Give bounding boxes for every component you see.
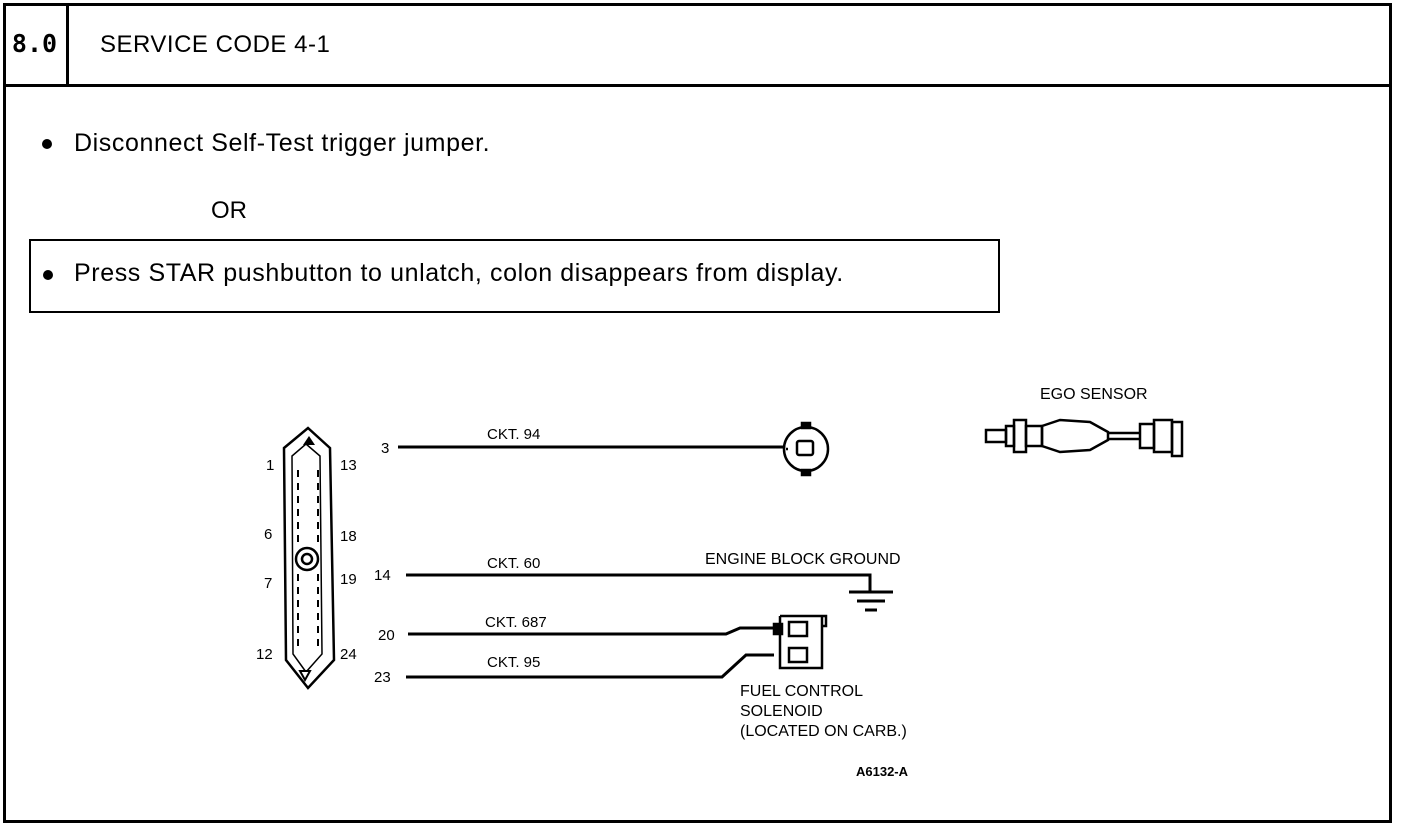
pin-label-1: 1 [266, 457, 274, 474]
pin-label-18: 18 [340, 528, 357, 545]
wire-ckt95 [406, 653, 774, 679]
wire-label-ckt687: CKT. 687 [485, 614, 547, 631]
alternate-step-box [29, 239, 1000, 313]
figure-id: A6132-A [856, 764, 909, 779]
ego-sensor-label: EGO SENSOR [1040, 386, 1148, 403]
wire-ckt60 [406, 573, 872, 592]
section-header: 8.0 SERVICE CODE 4-1 [3, 3, 1392, 87]
section-title: SERVICE CODE 4-1 [100, 31, 331, 58]
or-label: OR [211, 197, 247, 224]
fuel-solenoid-label-line3: (LOCATED ON CARB.) [740, 723, 907, 740]
ground-icon [849, 590, 893, 612]
wire-label-ckt94: CKT. 94 [487, 426, 540, 443]
bullet-icon [43, 270, 53, 280]
engine-ground-label: ENGINE BLOCK GROUND [705, 551, 901, 568]
wire-pin-20: 20 [378, 627, 395, 644]
step-disconnect-jumper: Disconnect Self-Test trigger jumper. [74, 129, 491, 157]
pin-label-19: 19 [340, 571, 357, 588]
pin-label-24: 24 [340, 646, 357, 663]
fuel-solenoid-label-line2: SOLENOID [740, 703, 823, 720]
wire-label-ckt95: CKT. 95 [487, 654, 540, 671]
wire-pin-14: 14 [374, 567, 391, 584]
wire-pin-3: 3 [381, 440, 389, 457]
wire-pin-23: 23 [374, 669, 391, 686]
self-test-connector [282, 426, 336, 690]
pin-label-6: 6 [264, 526, 272, 543]
pin-label-7: 7 [264, 575, 272, 592]
solenoid-connector-icon [772, 614, 828, 670]
ego-sensor-icon [984, 418, 1184, 458]
fuel-solenoid-label-line1: FUEL CONTROL [740, 683, 863, 700]
section-number: 8.0 [3, 3, 69, 84]
ego-connector-icon [782, 421, 830, 477]
page-frame [3, 3, 1392, 823]
wire-label-ckt60: CKT. 60 [487, 555, 540, 572]
pin-label-12: 12 [256, 646, 273, 663]
wire-ckt687 [408, 626, 774, 636]
step-press-star: Press STAR pushbutton to unlatch, colon … [74, 259, 844, 287]
pin-label-13: 13 [340, 457, 357, 474]
bullet-icon [42, 139, 52, 149]
